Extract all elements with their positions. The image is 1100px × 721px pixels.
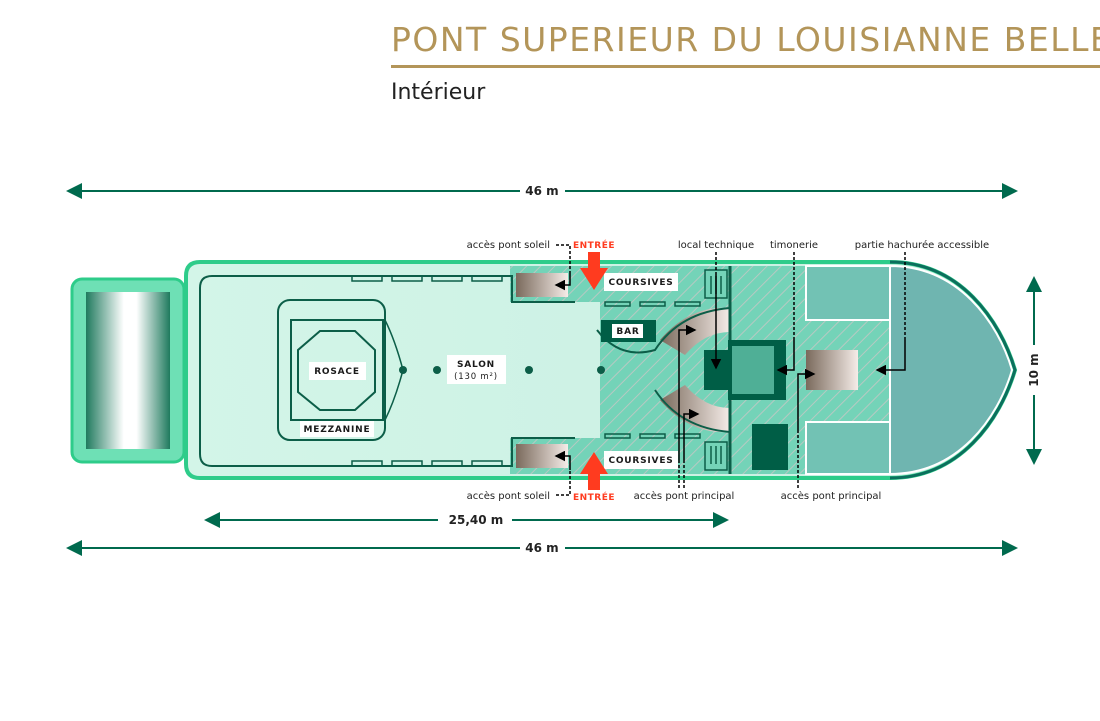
dimension-top: 46 m <box>66 183 1018 199</box>
acces-soleil-bottom-label: accès pont soleil <box>467 490 550 502</box>
bow <box>889 264 1014 476</box>
entree-top-label: ENTRÉE <box>573 239 615 251</box>
entry-arrow-top <box>580 252 608 290</box>
columns <box>399 366 605 374</box>
salon-area: (130 m²) <box>454 372 498 382</box>
page-subtitle: Intérieur <box>391 80 486 105</box>
acces-principal-1-label: accès pont principal <box>634 490 735 502</box>
stairs-principal-forward <box>806 350 858 390</box>
bar-curve <box>596 307 731 354</box>
mezzanine <box>277 299 386 441</box>
bar-label: BAR <box>616 327 639 337</box>
salon-label: SALON <box>457 360 495 370</box>
technical-block <box>752 424 788 470</box>
dimension-bottom-label: 46 m <box>525 541 558 555</box>
windows <box>351 275 701 467</box>
rosace <box>297 330 376 411</box>
acces-soleil-top-label: accès pont soleil <box>467 239 550 251</box>
salon-outline <box>199 275 575 467</box>
acces-principal-2-label: accès pont principal <box>781 490 882 502</box>
dimension-width-label: 10 m <box>1027 353 1041 386</box>
partie-hachuree-label: partie hachurée accessible <box>855 239 989 251</box>
dimension-salon: 25,40 m <box>204 512 729 528</box>
local-technique <box>704 350 730 390</box>
stairs-principal-curved-bottom <box>660 385 730 433</box>
dimension-top-label: 46 m <box>525 184 558 198</box>
timonerie-label: timonerie <box>770 240 818 251</box>
forward-room-top <box>805 265 891 321</box>
entree-bottom-label: ENTRÉE <box>573 491 615 503</box>
dimension-bottom: 46 m <box>66 540 1018 556</box>
coursives-top-label: COURSIVES <box>608 278 673 288</box>
mezzanine-label: MEZZANINE <box>304 425 371 435</box>
dimension-width: 10 m <box>1026 276 1042 465</box>
dimension-salon-label: 25,40 m <box>449 513 504 527</box>
page-title: PONT SUPERIEUR DU LOUISIANNE BELLE <box>391 20 1100 59</box>
forward-room-bottom <box>805 421 891 475</box>
local-technique-label: local technique <box>678 240 754 251</box>
stern <box>70 277 186 464</box>
coursives-bottom-label: COURSIVES <box>608 456 673 466</box>
title-divider <box>391 65 1100 68</box>
rosace-label: ROSACE <box>314 367 360 377</box>
entry-arrow-bottom <box>580 452 608 490</box>
